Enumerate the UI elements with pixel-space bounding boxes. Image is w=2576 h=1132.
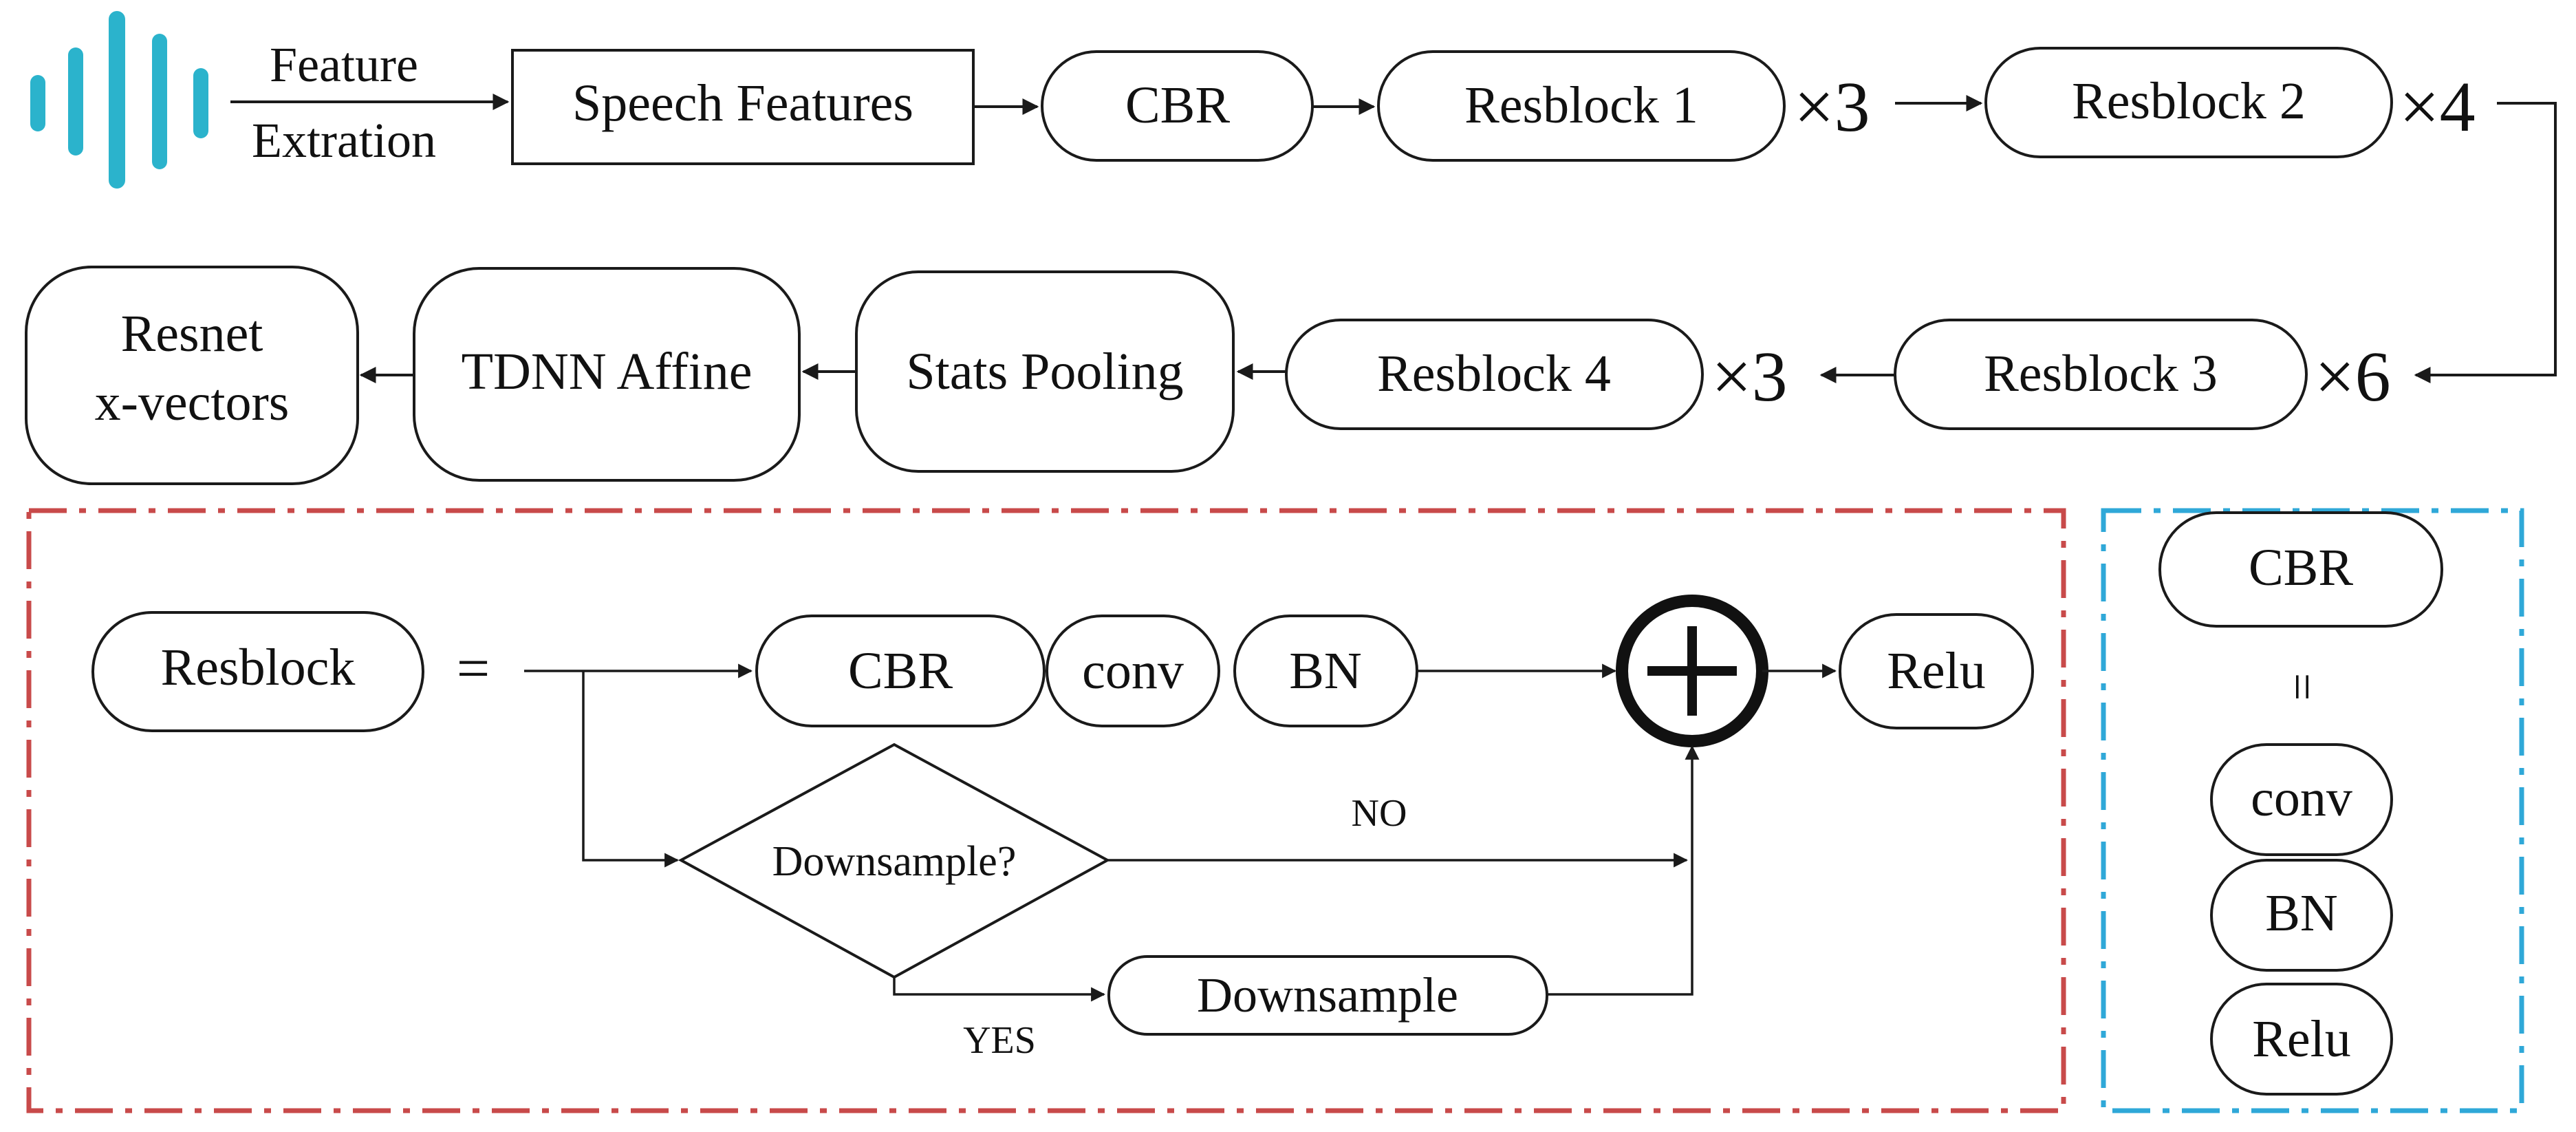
feature-extraction-label-line1: Feature bbox=[270, 37, 418, 92]
speech-features-label: Speech Features bbox=[572, 74, 913, 132]
detail-cbr-label: CBR bbox=[848, 642, 953, 700]
resblock-4-multiplier: ×3 bbox=[1711, 337, 1788, 416]
cbr-conv-label: conv bbox=[2251, 769, 2352, 827]
resblock-2-node bbox=[1984, 47, 2393, 158]
detail-bn-label: BN bbox=[1289, 642, 1362, 700]
resblock-3-label: Resblock 3 bbox=[1984, 345, 2218, 403]
no-branch-label: NO bbox=[1352, 792, 1407, 835]
arrow-resblock2-to-resblock3 bbox=[2414, 102, 2557, 383]
resblock-2-label: Resblock 2 bbox=[2072, 72, 2306, 130]
resblock-3-multiplier: ×6 bbox=[2315, 337, 2391, 416]
detail-conv-label: conv bbox=[1082, 642, 1184, 700]
resblock-1-label: Resblock 1 bbox=[1464, 76, 1698, 134]
resnet-xvectors-node bbox=[25, 266, 359, 485]
downsample-decision-label: Downsample? bbox=[772, 838, 1017, 885]
detail-relu-node bbox=[1839, 613, 2034, 729]
resblock-definition-node bbox=[91, 611, 424, 732]
downsample-node-label: Downsample bbox=[1197, 968, 1458, 1023]
detail-conv-node bbox=[1046, 615, 1220, 727]
cbr-relu-node bbox=[2210, 983, 2393, 1096]
cbr-detail-panel bbox=[2101, 508, 2524, 1113]
resblock-detail-panel bbox=[26, 508, 2066, 1113]
resnet-xvectors-label-line2: x-vectors bbox=[95, 374, 290, 431]
detail-relu-label: Relu bbox=[1887, 642, 1986, 700]
arrow-downsample-to-adder bbox=[1547, 745, 1700, 996]
cbr-conv-node bbox=[2210, 743, 2393, 856]
cbr-definition-label: CBR bbox=[2249, 539, 2353, 597]
resblock-2-multiplier: ×4 bbox=[2399, 67, 2476, 147]
cbr-node-label: CBR bbox=[1125, 76, 1230, 134]
yes-branch-label: YES bbox=[963, 1019, 1036, 1062]
arrow-to-decision bbox=[582, 671, 680, 868]
cbr-bn-node bbox=[2210, 859, 2393, 972]
tdnn-affine-label: TDNN Affine bbox=[462, 343, 753, 401]
cbr-equals-sign: = bbox=[2275, 673, 2330, 701]
cbr-definition-node bbox=[2158, 511, 2443, 628]
resblock-equals-sign: = bbox=[457, 635, 490, 701]
stats-pooling-label: Stats Pooling bbox=[906, 343, 1183, 401]
resblock-1-node bbox=[1377, 50, 1786, 162]
resnet-xvectors-label-line1: Resnet bbox=[121, 305, 263, 363]
resblock-4-label: Resblock 4 bbox=[1377, 345, 1611, 403]
circled-plus-icon bbox=[1616, 595, 1768, 747]
cbr-relu-label: Relu bbox=[2252, 1010, 2351, 1068]
resblock-1-multiplier: ×3 bbox=[1794, 67, 1870, 147]
arrow-yes-branch bbox=[893, 977, 1106, 1002]
audio-waveform-icon bbox=[30, 11, 208, 189]
cbr-bn-label: BN bbox=[2265, 884, 2338, 942]
speech-features-box bbox=[511, 49, 975, 165]
detail-cbr-node bbox=[755, 615, 1046, 727]
resblock-definition-label: Resblock bbox=[161, 639, 356, 696]
feature-extraction-label-line2: Extration bbox=[252, 113, 436, 168]
resblock-4-node bbox=[1285, 319, 1704, 430]
